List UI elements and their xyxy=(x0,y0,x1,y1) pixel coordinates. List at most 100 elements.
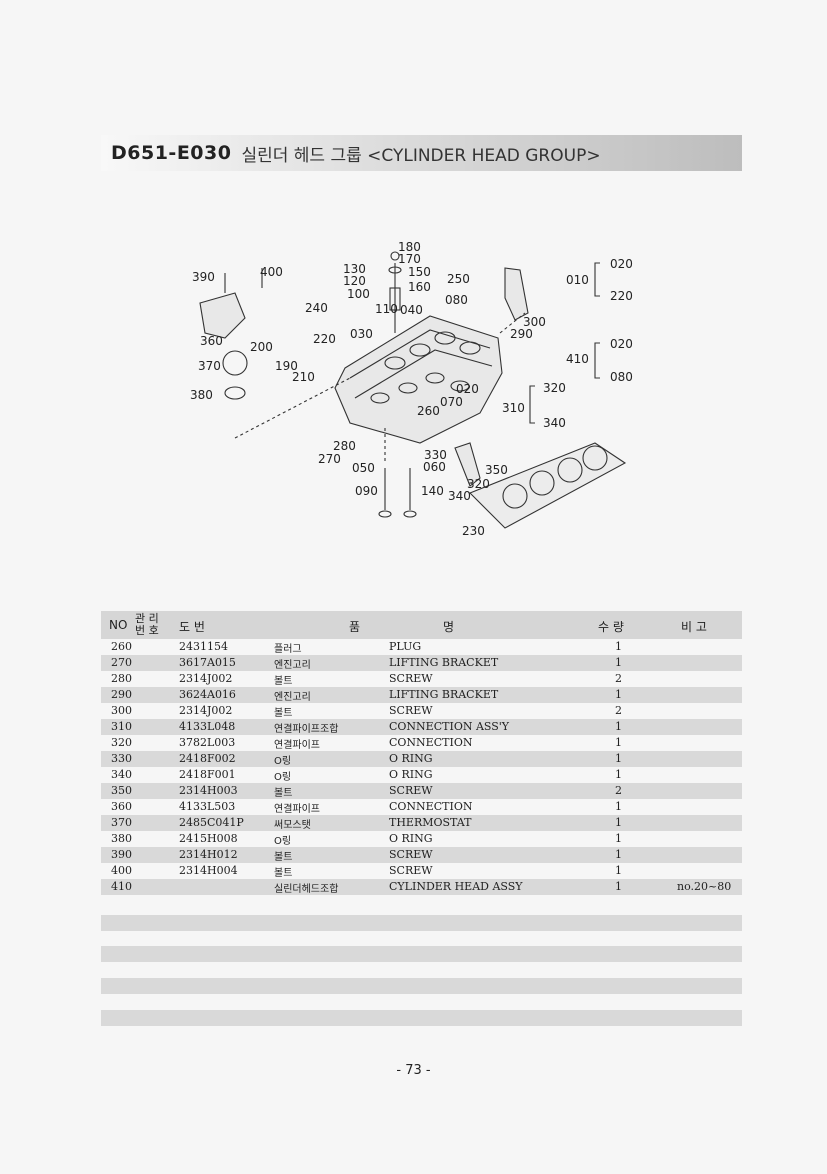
header-no: NO xyxy=(109,618,128,632)
row-quantity: 2 xyxy=(615,672,622,685)
row-korean-name: 볼트 xyxy=(274,868,293,879)
row-korean-name: 연결파이프 xyxy=(274,804,320,815)
row-korean-name: O링 xyxy=(274,836,292,847)
part-callout: 410 xyxy=(566,352,589,366)
part-callout: 160 xyxy=(408,280,431,294)
part-callout: 230 xyxy=(462,524,485,538)
row-part-number: 2415H008 xyxy=(179,832,238,845)
part-callout: 080 xyxy=(445,293,468,307)
row-korean-name: 볼트 xyxy=(274,676,293,687)
row-quantity: 1 xyxy=(615,800,622,813)
empty-row xyxy=(101,978,742,994)
row-part-number: 2314H004 xyxy=(179,864,238,877)
part-callout: 340 xyxy=(448,489,471,503)
header-name-left: 품 xyxy=(349,620,361,634)
row-korean-name: 연결파이프 xyxy=(274,740,320,751)
row-korean-name: 엔진고리 xyxy=(274,692,311,703)
part-callout: 400 xyxy=(260,265,283,279)
header-name-right: 명 xyxy=(443,620,455,634)
part-callout: 300 xyxy=(523,315,546,329)
part-callout: 320 xyxy=(467,477,490,491)
row-english-name: SCREW xyxy=(389,784,433,797)
row-no: 260 xyxy=(111,640,132,653)
row-no: 340 xyxy=(111,768,132,781)
row-no: 410 xyxy=(111,880,132,893)
row-english-name: O RING xyxy=(389,832,433,845)
row-no: 290 xyxy=(111,688,132,701)
part-callout: 050 xyxy=(352,461,375,475)
part-callout: 340 xyxy=(543,416,566,430)
header-remarks: 비 고 xyxy=(681,620,707,634)
header-part-no: 도 번 xyxy=(179,620,205,634)
parts-table-header: NO 관 리 번 호 도 번 품 명 수 량 비 고 xyxy=(101,611,742,639)
part-callout: 120 xyxy=(343,274,366,288)
part-callout: 270 xyxy=(318,452,341,466)
page-number: - 73 - xyxy=(396,1063,431,1078)
row-english-name: CONNECTION xyxy=(389,800,473,813)
row-english-name: SCREW xyxy=(389,672,433,685)
part-callout: 100 xyxy=(347,287,370,301)
row-korean-name: 플러그 xyxy=(274,644,302,655)
row-english-name: CONNECTION ASS'Y xyxy=(389,720,510,733)
part-callout: 390 xyxy=(192,270,215,284)
part-callout: 010 xyxy=(566,273,589,287)
row-part-number: 2314H012 xyxy=(179,848,238,861)
part-callout: 020 xyxy=(610,337,633,351)
part-callout: 380 xyxy=(190,388,213,402)
header-qty: 수 량 xyxy=(598,620,624,634)
row-part-number: 3624A016 xyxy=(179,688,236,701)
part-callout: 320 xyxy=(543,381,566,395)
part-callout: 240 xyxy=(305,301,328,315)
row-part-number: 2418F001 xyxy=(179,768,236,781)
row-english-name: LIFTING BRACKET xyxy=(389,688,499,701)
part-callout: 150 xyxy=(408,265,431,279)
row-quantity: 1 xyxy=(615,880,622,893)
row-korean-name: 볼트 xyxy=(274,788,293,799)
parts-table: NO 관 리 번 호 도 번 품 명 수 량 비 고 260 2431154 플러그… xyxy=(101,611,742,895)
row-english-name: LIFTING BRACKET xyxy=(389,656,499,669)
row-no: 350 xyxy=(111,784,132,797)
row-korean-name: 볼트 xyxy=(274,852,293,863)
row-korean-name: O링 xyxy=(274,772,292,783)
row-korean-name: 볼트 xyxy=(274,708,293,719)
row-korean-name: O링 xyxy=(274,756,292,767)
row-quantity: 1 xyxy=(615,656,622,669)
row-part-number: 2314J002 xyxy=(179,672,233,685)
part-callout: 020 xyxy=(456,382,479,396)
header-mgmt-top: 관 리 xyxy=(135,612,159,625)
row-no: 360 xyxy=(111,800,132,813)
row-quantity: 1 xyxy=(615,864,622,877)
row-part-number: 2431154 xyxy=(179,640,228,653)
row-quantity: 1 xyxy=(615,736,622,749)
part-callout: 290 xyxy=(510,327,533,341)
row-part-number: 4133L048 xyxy=(179,720,236,733)
row-korean-name: 실린더헤드조합 xyxy=(274,884,339,895)
part-callout: 280 xyxy=(333,439,356,453)
row-quantity: 1 xyxy=(615,768,622,781)
row-part-number: 3782L003 xyxy=(179,736,236,749)
row-english-name: O RING xyxy=(389,752,433,765)
part-callout: 350 xyxy=(485,463,508,477)
row-english-name: PLUG xyxy=(389,640,422,653)
empty-row xyxy=(101,1010,742,1026)
row-no: 270 xyxy=(111,656,132,669)
row-quantity: 2 xyxy=(615,784,622,797)
part-callout: 310 xyxy=(502,401,525,415)
row-no: 400 xyxy=(111,864,132,877)
row-part-number: 2418F002 xyxy=(179,752,236,765)
part-callout: 170 xyxy=(398,252,421,266)
row-quantity: 1 xyxy=(615,752,622,765)
row-english-name: O RING xyxy=(389,768,433,781)
part-callout: 190 xyxy=(275,359,298,373)
